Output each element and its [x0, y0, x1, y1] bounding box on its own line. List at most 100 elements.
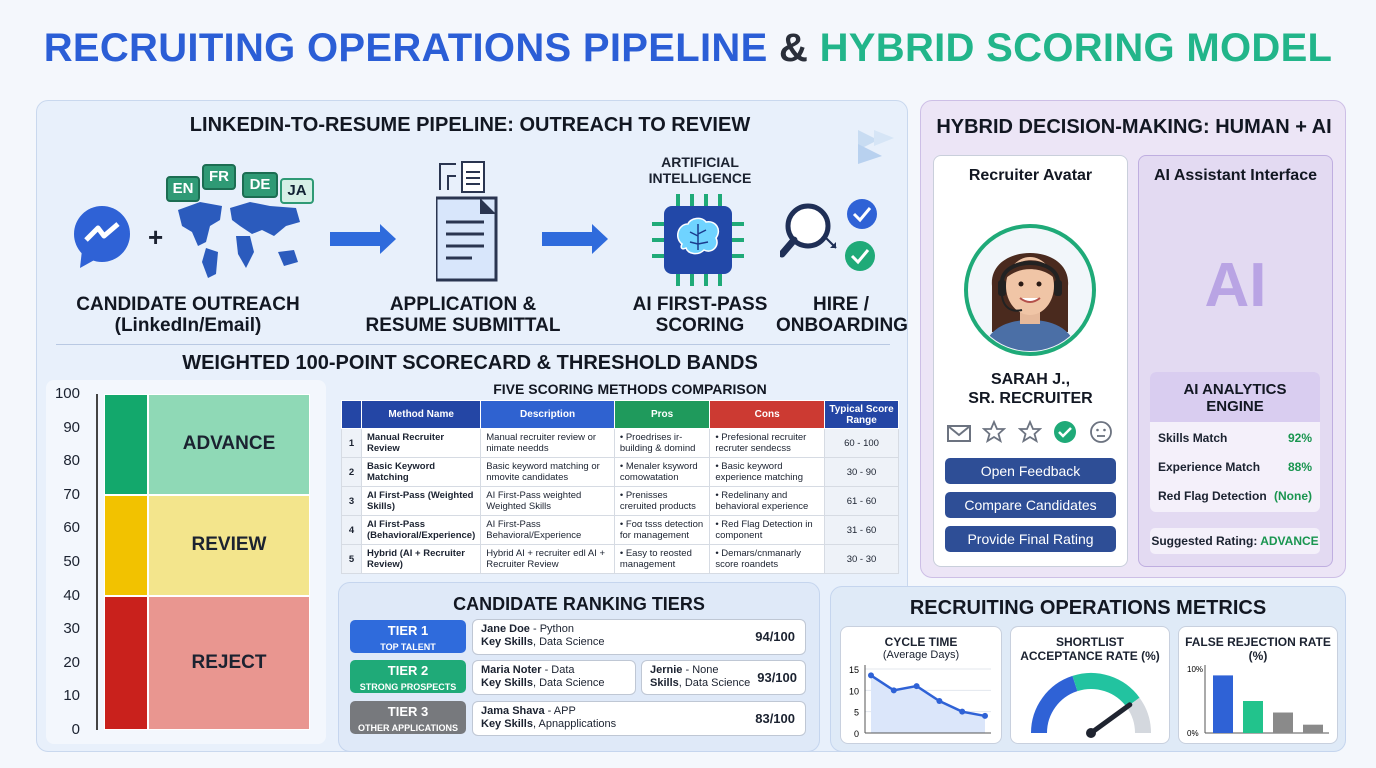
candidate-skills-label: Skills	[650, 677, 679, 689]
cycle-time-subtitle: (Average Days)	[882, 649, 960, 661]
methods-cell-cons: • Demars/cnmanarly score roandets	[709, 544, 825, 574]
methods-cell-name: Hybrid (AI + Recruiter Review)	[360, 544, 482, 574]
scorecard-tick: 0	[71, 721, 80, 738]
tier-sub: STRONG PROSPECTS	[359, 682, 457, 692]
candidate-card[interactable]: Jane Doe - Python Key Skills, Data Scien…	[472, 619, 806, 655]
ai-logo: AI	[1204, 251, 1267, 320]
methods-cell-range: 60 - 100	[824, 428, 899, 458]
scorecard-tick: 100	[54, 385, 80, 402]
candidate-card[interactable]: Jernie - None Skills, Data Science 93/10…	[641, 660, 806, 695]
methods-cell-desc: Hybrid AI + recruiter edl AI + Recruiter…	[480, 544, 615, 574]
tier-name: TIER 2	[387, 663, 429, 678]
shortlist-gauge	[1031, 673, 1151, 738]
band-advance: ADVANCE	[148, 394, 310, 495]
step-application-line1: APPLICATION &	[389, 294, 537, 315]
recruiter-role: SR. RECRUITER	[968, 390, 1093, 407]
review-check-icon	[780, 199, 877, 271]
methods-cell-range: 61 - 60	[824, 486, 899, 516]
methods-header-cell: Cons	[709, 400, 825, 429]
scorecard-heading: WEIGHTED 100-POINT SCORECARD & THRESHOLD…	[182, 352, 758, 374]
false-rej-bar	[1213, 675, 1233, 733]
lang-bubble-en: EN	[166, 176, 200, 202]
gauge-arc-high	[1072, 673, 1140, 708]
candidate-card[interactable]: Maria Noter - Data Key Skills, Data Scie…	[472, 660, 636, 695]
title-part1: RECRUITING OPERATIONS PIPELINE	[43, 26, 768, 70]
candidate-skills: , Data Science	[532, 636, 605, 648]
scorecard-tick: 10	[63, 687, 80, 705]
methods-cell-num: 1	[341, 428, 362, 458]
band-review: REVIEW	[148, 494, 310, 596]
messenger-icon	[74, 206, 130, 268]
candidate-score: 94/100	[755, 629, 795, 644]
step-scoring-line1: AI FIRST-PASS	[632, 294, 768, 315]
methods-header-cell: Typical Score Range	[824, 400, 899, 429]
band-bar-review	[104, 494, 148, 596]
methods-cell-range: 30 - 30	[824, 544, 899, 574]
lang-bubble-fr: FR	[202, 164, 236, 190]
scorecard-tick: 50	[63, 553, 80, 570]
step-scoring-label: AI FIRST-PASS SCORING	[620, 294, 780, 336]
methods-cell-desc: Manual recruiter review or nimate needds	[480, 428, 615, 458]
methods-cell-cons: • Red Flag Detection in component	[709, 515, 825, 545]
shortlist-card: SHORTLIST ACCEPTANCE RATE (%)	[1010, 626, 1170, 744]
star-icon[interactable]	[982, 420, 1006, 444]
ai-caption: ARTIFICIAL INTELLIGENCE	[648, 154, 752, 186]
scorecard-tick: 30	[63, 620, 80, 638]
step-outreach-line1: CANDIDATE OUTREACH	[76, 294, 300, 315]
open-feedback-button[interactable]: Open Feedback	[945, 458, 1116, 484]
provide-final-rating-button[interactable]: Provide Final Rating	[945, 526, 1116, 552]
candidate-role: - APP	[544, 705, 576, 717]
recruiter-title: Recruiter Avatar	[968, 167, 1093, 184]
methods-cell-desc: Basic keyword matching or nmovite candid…	[480, 457, 615, 487]
candidate-skills: , Data Science	[678, 677, 751, 689]
ai-row-value: (None)	[1274, 489, 1312, 503]
candidate-name: Jernie	[650, 664, 683, 676]
pipeline-heading: LINKEDIN-TO-RESUME PIPELINE: OUTREACH TO…	[189, 114, 751, 136]
methods-header-cell	[341, 400, 362, 429]
check-icon[interactable]	[1053, 420, 1077, 444]
ranking-heading: CANDIDATE RANKING TIERS	[453, 594, 705, 614]
compare-candidates-button[interactable]: Compare Candidates	[945, 492, 1116, 518]
methods-cell-pros: • Prenisses creruited products	[613, 486, 711, 516]
methods-cell-pros: • Easy to reosted management	[613, 544, 711, 574]
candidate-card[interactable]: Jama Shava - APP Key Skills, Apnapplicat…	[472, 701, 806, 736]
methods-cell-name: AI First-Pass (Weighted Skills)	[360, 486, 482, 516]
flow-arrow-2	[542, 224, 608, 254]
lang-bubble-ja: JA	[280, 178, 314, 204]
false-rej-bar	[1243, 701, 1263, 733]
methods-cell-pros: • Proedrises ir-building & domind	[613, 428, 711, 458]
mail-icon[interactable]	[946, 424, 972, 444]
plus-sign: +	[148, 222, 164, 252]
methods-header-cell: Method Name	[360, 400, 482, 429]
tier-name: TIER 3	[387, 704, 429, 719]
step-outreach-line2: (LinkedIn/Email)	[114, 315, 262, 336]
candidate-name: Maria Noter	[481, 664, 542, 676]
false-rejection-chart: 0%10%	[1187, 665, 1329, 738]
gauge-arc-low	[1031, 675, 1078, 734]
globe-icon	[178, 202, 300, 278]
methods-heading: FIVE SCORING METHODS COMPARISON	[493, 381, 767, 397]
suggested-rating-value: ADVANCE	[1260, 534, 1319, 548]
candidate-skills-label: Key Skills	[481, 677, 533, 689]
step-application-label: APPLICATION & RESUME SUBMITTAL	[352, 294, 574, 336]
methods-cell-range: 31 - 60	[824, 515, 899, 545]
step-scoring-line2: SCORING	[655, 315, 745, 336]
cycle-area	[871, 675, 985, 733]
ai-row-value: 92%	[1287, 431, 1312, 445]
document-icon	[436, 161, 498, 282]
candidate-skills: , Data Science	[532, 677, 605, 689]
recruiter-icon-row	[946, 420, 1116, 446]
candidate-role: - Data	[541, 664, 575, 676]
methods-cell-name: AI First-Pass (Behavioral/Experience)	[360, 515, 482, 545]
step-outreach-label: CANDIDATE OUTREACH (LinkedIn/Email)	[68, 294, 308, 336]
methods-cell-cons: • Redelinany and behavioral experience	[709, 486, 825, 516]
star-icon[interactable]	[1018, 420, 1042, 444]
methods-cell-cons: • Prefesional recruiter recruter sendecs…	[709, 428, 825, 458]
neutral-face-icon[interactable]	[1089, 420, 1113, 444]
